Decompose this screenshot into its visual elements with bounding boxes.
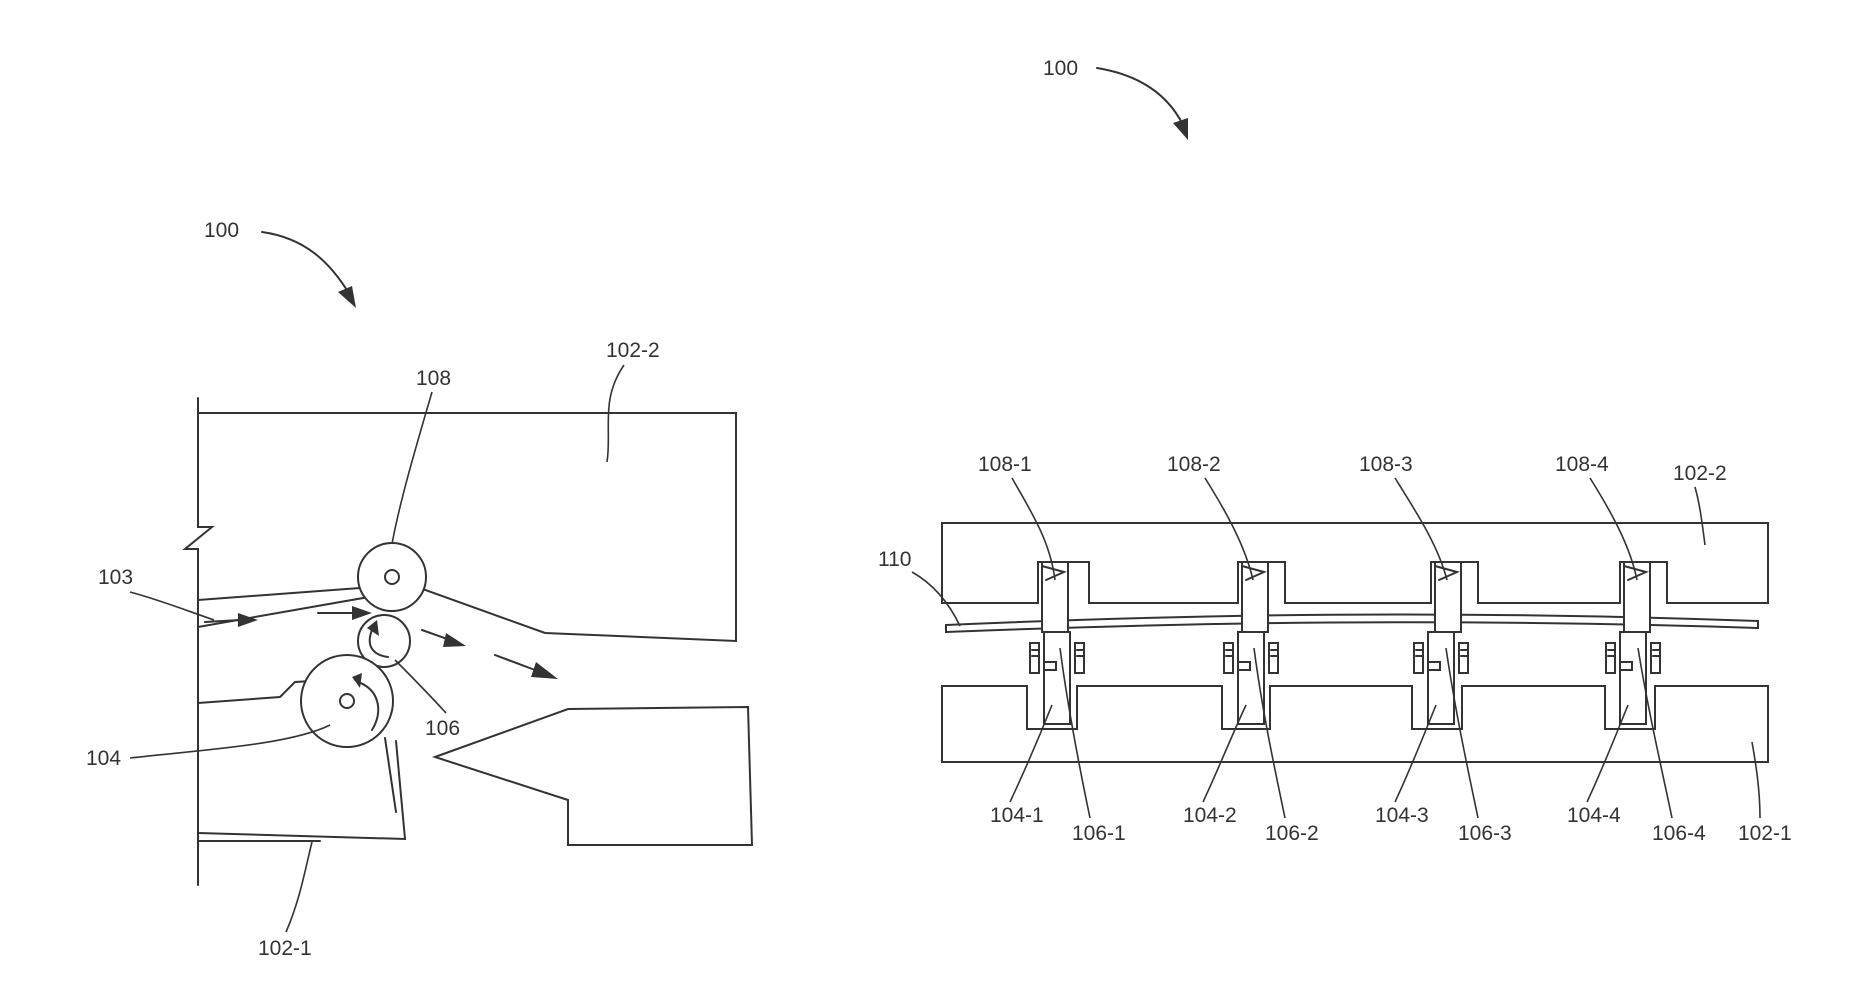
lower-roller-104-4: [1620, 632, 1646, 724]
leader-103: [130, 592, 214, 620]
label-102-1-left: 102-1: [258, 937, 312, 960]
label-104-2: 104-2: [1183, 804, 1237, 827]
leader-102-1-left: [286, 842, 312, 932]
leader-104-3: [1395, 705, 1436, 802]
leader-104-4: [1587, 705, 1628, 802]
left-ref-100-arrow: [262, 232, 350, 295]
label-102-2-left: 102-2: [606, 339, 660, 362]
bolt-right-3: [1459, 643, 1468, 673]
leader-102-1-right: [1752, 742, 1760, 818]
bolt-left-3: [1414, 643, 1423, 673]
leader-110: [912, 572, 960, 626]
bolt-right-1: [1075, 643, 1084, 673]
flow-arrow-4: [495, 655, 535, 670]
label-104-3: 104-3: [1375, 804, 1429, 827]
label-104-1: 104-1: [990, 804, 1044, 827]
upper-channel-line: [198, 588, 360, 600]
leader-104-1: [1010, 705, 1052, 802]
label-108-1: 108-1: [978, 453, 1032, 476]
leader-104: [130, 725, 330, 758]
right-ref-100-arrow: [1097, 68, 1183, 125]
leader-104-2: [1203, 705, 1246, 802]
label-106: 106: [425, 717, 460, 740]
right-ref-100-arrowhead: [1173, 118, 1188, 140]
left-ref-100-label: 100: [204, 219, 239, 242]
roller-unit-3: [1414, 562, 1468, 724]
lower-roller-104-1: [1044, 632, 1070, 724]
label-103: 103: [98, 566, 133, 589]
bolt-right-2: [1269, 643, 1278, 673]
flow-arrow-4-head: [531, 662, 558, 679]
label-108-3: 108-3: [1359, 453, 1413, 476]
bolt-left-1: [1030, 643, 1039, 673]
leader-102-2-right: [1695, 487, 1705, 545]
left-ref-100-arrowhead: [338, 286, 356, 308]
label-106-2: 106-2: [1265, 822, 1319, 845]
flow-arrow-2-head: [352, 606, 372, 620]
flow-arrow-1: [205, 620, 240, 622]
bolt-left-2: [1224, 643, 1233, 673]
roller-104: [301, 655, 393, 747]
flow-arrow-3-head: [443, 633, 466, 647]
lower-roller-104-2: [1238, 632, 1264, 724]
upper-block-102-2: [198, 413, 736, 641]
label-102-1-right: 102-1: [1738, 822, 1792, 845]
roller-unit-4: [1606, 562, 1660, 724]
leader-108: [392, 392, 432, 544]
roller-108: [358, 543, 426, 611]
label-110: 110: [878, 548, 911, 571]
label-102-2-right: 102-2: [1673, 462, 1727, 485]
right-figure: 100: [878, 57, 1792, 845]
leader-106: [395, 660, 446, 713]
lower-right-block: [435, 707, 752, 845]
label-108-2: 108-2: [1167, 453, 1221, 476]
flow-arrow-1-head: [238, 613, 258, 627]
label-106-1: 106-1: [1072, 822, 1126, 845]
lower-left-tray-inner: [385, 738, 396, 812]
right-ref-100-label: 100: [1043, 57, 1078, 80]
label-108: 108: [416, 367, 451, 390]
left-figure: 100 108: [86, 219, 752, 960]
label-104: 104: [86, 747, 121, 770]
bolt-right-4: [1651, 643, 1660, 673]
bolt-left-4: [1606, 643, 1615, 673]
label-106-3: 106-3: [1458, 822, 1512, 845]
lower-left-tray: [198, 741, 405, 839]
left-wall-line: [185, 398, 212, 885]
label-106-4: 106-4: [1652, 822, 1706, 845]
label-108-4: 108-4: [1555, 453, 1609, 476]
label-104-4: 104-4: [1567, 804, 1621, 827]
